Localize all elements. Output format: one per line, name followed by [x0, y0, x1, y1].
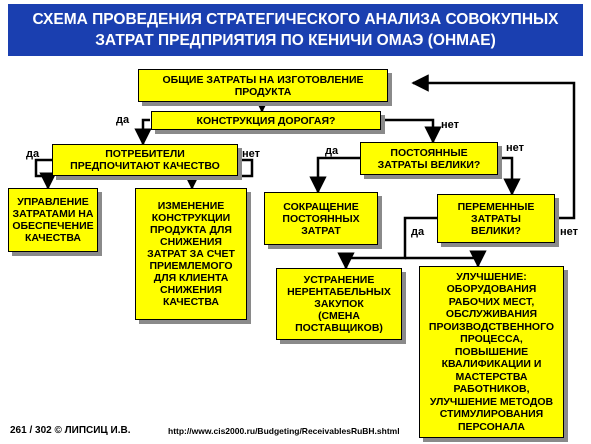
footer-url[interactable]: http://www.cis2000.ru/Budgeting/Receivab… [168, 426, 400, 436]
slide-title: СХЕМА ПРОВЕДЕНИЯ СТРАТЕГИЧЕСКОГО АНАЛИЗА… [8, 4, 583, 56]
node-design-expensive: КОНСТРУКЦИЯ ДОРОГАЯ? [151, 111, 381, 130]
label-fixed-yes: да [325, 145, 339, 157]
node-consumers-prefer-quality: ПОТРЕБИТЕЛИ ПРЕДПОЧИТАЮТ КАЧЕСТВО [52, 144, 238, 176]
arrow-consumers-yes [34, 158, 57, 190]
arrow-variable-yes-b [405, 250, 487, 268]
arrow-fixed-yes [309, 156, 360, 194]
node-total-costs: ОБЩИЕ ЗАТРАТЫ НА ИЗГОТОВЛЕНИЕ ПРОДУКТА [138, 69, 388, 102]
node-quality-cost-management: УПРАВЛЕНИЕ ЗАТРАТАМИ НА ОБЕСПЕЧЕНИЕ КАЧЕ… [8, 188, 98, 252]
label-consumers-no: нет [242, 148, 261, 160]
arrow-fixed-no [498, 156, 521, 196]
title-line-1: СХЕМА ПРОВЕДЕНИЯ СТРАТЕГИЧЕСКОГО АНАЛИЗА… [32, 11, 559, 28]
title-line-2: ЗАТРАТ ПРЕДПРИЯТИЯ ПО КЕНИЧИ ОМАЭ (OHMAE… [95, 32, 496, 49]
node-design-change: ИЗМЕНЕНИЕ КОНСТРУКЦИИ ПРОДУКТА ДЛЯ СНИЖЕ… [135, 188, 247, 320]
node-fixed-costs-high: ПОСТОЯННЫЕ ЗАТРАТЫ ВЕЛИКИ? [360, 142, 498, 175]
label-variable-yes: да [411, 226, 425, 238]
label-consumers-yes: да [26, 148, 40, 160]
label-design-no: нет [441, 119, 460, 131]
arrow-consumers-no [183, 158, 254, 190]
node-remove-unprofitable: УСТРАНЕНИЕ НЕРЕНТАБЕЛЬНЫХ ЗАКУПОК (СМЕНА… [276, 268, 402, 340]
arrow-variable-no-loop [411, 74, 576, 220]
node-improvement: УЛУЧШЕНИЕ: ОБОРУДОВАНИЯ РАБОЧИХ МЕСТ, ОБ… [419, 266, 564, 438]
label-design-yes: да [116, 114, 130, 126]
footer-page: 261 / 302 © ЛИПСИЦ И.В. [10, 425, 131, 436]
node-reduce-fixed: СОКРАЩЕНИЕ ПОСТОЯННЫХ ЗАТРАТ [264, 192, 378, 245]
label-variable-no: нет [560, 226, 579, 238]
node-variable-costs-high: ПЕРЕМЕННЫЕ ЗАТРАТЫ ВЕЛИКИ? [437, 194, 555, 243]
arrow-design-yes [134, 118, 152, 146]
label-fixed-no: нет [506, 142, 525, 154]
arrow-design-no [382, 118, 442, 144]
